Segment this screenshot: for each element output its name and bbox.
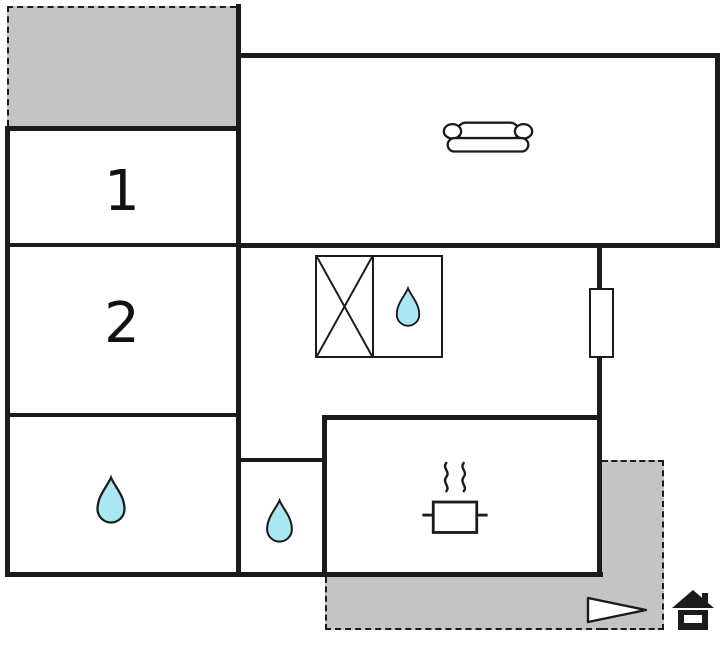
wall-exterior-right-living xyxy=(715,53,720,248)
flag-icon xyxy=(586,596,648,624)
window-icon xyxy=(589,288,614,358)
wall-main-vertical xyxy=(236,4,241,577)
wall-exterior-top-room1 xyxy=(5,126,241,131)
crossed-box-icon xyxy=(315,255,374,358)
wall-exterior-top-living xyxy=(236,53,720,58)
cooking-pot-icon xyxy=(422,461,488,534)
wall-exterior-right-mid xyxy=(597,243,602,577)
terrace-bottom xyxy=(325,577,602,630)
wall-exterior-bottom xyxy=(5,572,603,577)
water-drop-icon xyxy=(395,285,420,327)
water-drop-icon xyxy=(266,497,293,543)
sofa-icon xyxy=(442,121,534,153)
wall-smallroom-top xyxy=(236,458,326,462)
water-drop-icon xyxy=(96,474,126,524)
wall-room1-room2 xyxy=(5,243,241,247)
wall-kitchen-left xyxy=(322,415,327,577)
wall-exterior-left xyxy=(5,126,10,577)
wall-room2-bathroom xyxy=(5,413,241,417)
terrace-right xyxy=(602,460,664,630)
wall-mid-horizontal xyxy=(236,243,720,248)
room-2-label: 2 xyxy=(104,291,140,356)
room-1-label: 1 xyxy=(104,159,140,224)
sink-box xyxy=(372,255,443,358)
wall-kitchen-top xyxy=(322,415,602,420)
terrace-top-left xyxy=(7,6,236,126)
house-icon xyxy=(672,590,714,630)
